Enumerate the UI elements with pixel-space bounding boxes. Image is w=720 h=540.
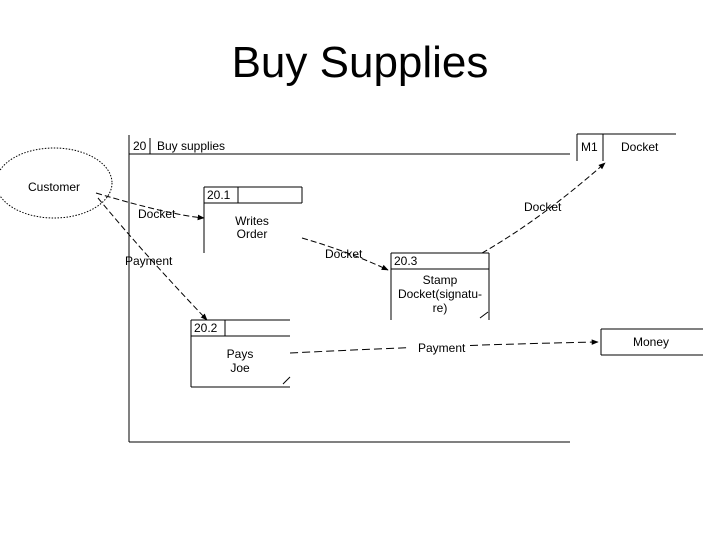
process-20-1: 20.1 Writes Order [203, 186, 303, 253]
flow-20-3-to-m1: Docket [481, 162, 606, 254]
customer-label: Customer [28, 180, 80, 194]
flow-20-1-to-20-3: Docket [301, 237, 389, 271]
process-label-line: Joe [230, 361, 250, 375]
external-entity-customer: Customer [0, 147, 113, 219]
process-id: 20.3 [394, 254, 418, 268]
data-store-name: Money [633, 335, 669, 349]
flow-customer-to-20-2: Payment [97, 197, 208, 321]
process-label-line: re) [433, 301, 448, 315]
flow-label: Payment [125, 254, 173, 268]
process-id: 20.2 [194, 321, 218, 335]
flow-label: Docket [325, 247, 363, 261]
process-label-line: Writes [235, 214, 269, 228]
data-store-name: Docket [621, 140, 659, 154]
parent-process-frame: 20 Buy supplies [128, 135, 570, 443]
parent-process-id: 20 [133, 139, 147, 153]
process-label-line: Pays [227, 347, 254, 361]
slide-title: Buy Supplies [231, 38, 489, 87]
return-tick-20-2 [282, 376, 291, 385]
process-label-line: Stamp [423, 273, 458, 287]
process-label-line: Order [237, 227, 268, 241]
flow-customer-to-20-1: Docket [95, 192, 205, 221]
process-label-line: Docket(signatu- [398, 287, 482, 301]
process-20-2: 20.2 Pays Joe [190, 319, 290, 388]
flow-label: Docket [524, 200, 562, 214]
parent-process-name: Buy supplies [157, 139, 225, 153]
data-store-id: M1 [581, 140, 598, 154]
flow-label: Payment [418, 341, 466, 355]
data-store-m1-docket: M1 Docket [576, 133, 676, 161]
process-id: 20.1 [207, 188, 231, 202]
flow-20-2-to-money: Payment [289, 339, 599, 355]
flow-label: Docket [138, 207, 176, 221]
data-store-money: Money [600, 328, 703, 356]
return-tick-20-3 [479, 311, 489, 319]
process-20-3: 20.3 Stamp Docket(signatu- re) [390, 252, 490, 320]
